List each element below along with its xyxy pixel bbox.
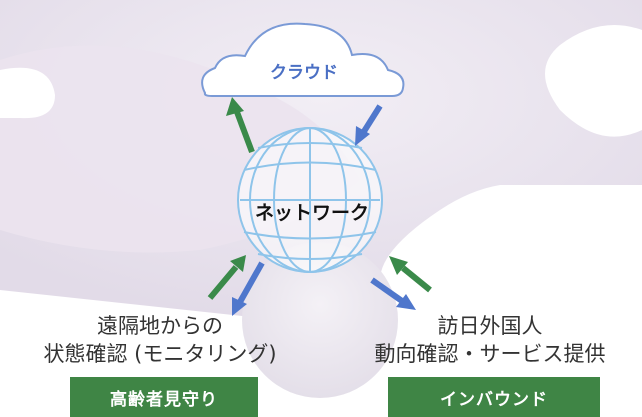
arrow-up-to-cloud: [226, 97, 255, 154]
left-caption-line2: 状態確認 (モニタリング): [43, 342, 277, 367]
globe-icon: [237, 127, 383, 273]
arrow-down-from-cloud: [355, 104, 383, 146]
left-caption-line1: 遠隔地からの: [97, 314, 223, 338]
arrow-down-to-right: [370, 277, 416, 310]
cloud-label: クラウド: [270, 63, 338, 83]
network-label: ネットワーク: [255, 202, 369, 224]
arrow-up-from-right: [389, 256, 432, 293]
right-caption: 訪日外国人 動向確認・サービス提供: [340, 312, 640, 369]
arrow-down-to-left: [232, 261, 265, 316]
cloud-shape: [201, 22, 405, 97]
left-notch: [0, 67, 55, 119]
arrow-up-from-left: [207, 255, 246, 300]
right-caption-line2: 動向確認・サービス提供: [374, 342, 606, 367]
elderly-monitoring-badge: 高齢者見守り: [70, 377, 258, 417]
left-caption: 遠隔地からの 状態確認 (モニタリング): [10, 312, 310, 369]
inbound-badge: インバウンド: [388, 377, 600, 417]
right-caption-line1: 訪日外国人: [437, 314, 543, 338]
bottom-circle: [242, 242, 398, 398]
